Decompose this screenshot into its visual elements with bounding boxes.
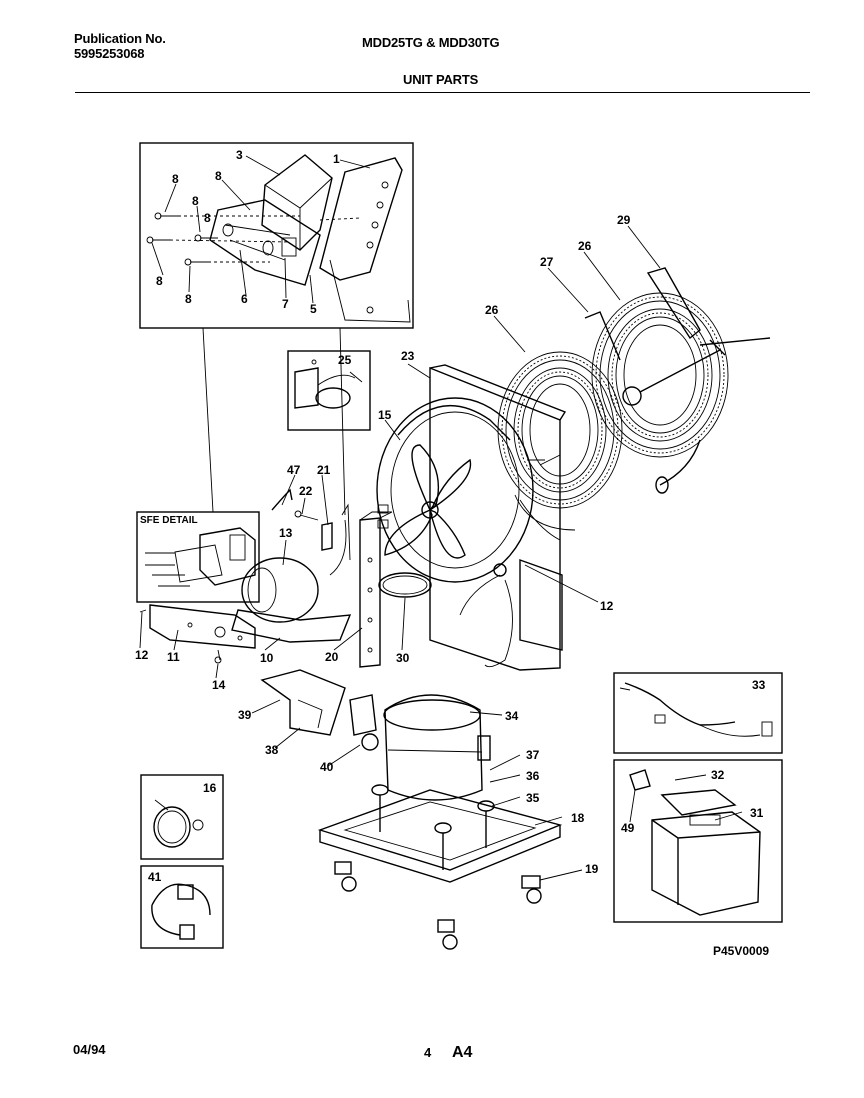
callout-7: 7 (282, 297, 289, 311)
power-cord-inset (140, 865, 224, 949)
water-bucket-inset (613, 759, 783, 923)
publication-label: Publication No. (74, 31, 166, 46)
harness-inset (613, 672, 783, 754)
callout-40: 40 (320, 760, 334, 774)
publication-number: 5995253068 (74, 46, 145, 61)
callout-8e: 8 (185, 292, 192, 306)
callout-labels: 1 3 5 6 7 8 8 8 8 8 8 10 11 12 12 13 14 … (135, 148, 766, 884)
control-box-inset (139, 142, 414, 516)
callout-12a: 12 (135, 648, 149, 662)
callout-38: 38 (265, 743, 279, 757)
callout-1: 1 (333, 152, 340, 166)
callout-26b: 26 (578, 239, 592, 253)
callout-29: 29 (617, 213, 631, 227)
callout-18: 18 (571, 811, 585, 825)
callout-3: 3 (236, 148, 243, 162)
callout-21: 21 (317, 463, 331, 477)
compressor-assembly (260, 669, 563, 950)
leader-lines (139, 225, 743, 881)
callout-25: 25 (338, 353, 352, 367)
callout-8d: 8 (156, 274, 163, 288)
callout-15: 15 (378, 408, 392, 422)
model-numbers: MDD25TG & MDD30TG (362, 35, 500, 50)
capacitor-inset (287, 350, 371, 431)
callout-8b: 8 (215, 169, 222, 183)
condenser-coils (497, 267, 771, 541)
callout-27: 27 (540, 255, 554, 269)
callout-22: 22 (299, 484, 313, 498)
capacitor-parts (271, 488, 351, 576)
callout-33: 33 (752, 678, 766, 692)
callout-19: 19 (585, 862, 599, 876)
footer-page-number: 4 (424, 1045, 432, 1060)
callout-20: 20 (325, 650, 339, 664)
sfe-detail-inset (136, 511, 260, 603)
callout-11: 11 (167, 650, 180, 664)
callout-34: 34 (505, 709, 519, 723)
footer-page-code: A4 (452, 1044, 473, 1061)
section-title: UNIT PARTS (403, 72, 479, 87)
callout-35: 35 (526, 791, 540, 805)
header-rule (75, 92, 810, 93)
footer-date: 04/94 (73, 1042, 106, 1057)
callout-5: 5 (310, 302, 317, 316)
callout-32: 32 (711, 768, 725, 782)
callout-8c: 8 (192, 194, 199, 208)
callout-37: 37 (526, 748, 540, 762)
callout-23: 23 (401, 349, 415, 363)
callout-39: 39 (238, 708, 252, 722)
callout-10: 10 (260, 651, 274, 665)
callout-47: 47 (287, 463, 301, 477)
callout-30: 30 (396, 651, 410, 665)
callout-12b: 12 (600, 599, 614, 613)
callout-16: 16 (203, 781, 217, 795)
callout-26a: 26 (485, 303, 499, 317)
callout-36: 36 (526, 769, 540, 783)
fan-shroud-assembly (359, 364, 567, 671)
callout-14: 14 (212, 678, 226, 692)
clamp-inset (140, 774, 224, 860)
callout-8a: 8 (172, 172, 179, 186)
drawing-code: P45V0009 (713, 944, 769, 958)
callout-31: 31 (750, 806, 764, 820)
callout-6: 6 (241, 292, 248, 306)
callout-8f: 8 (204, 211, 211, 225)
callout-49: 49 (621, 821, 635, 835)
callout-13: 13 (279, 526, 293, 540)
motor-assembly (139, 557, 352, 664)
callout-41: 41 (148, 870, 162, 884)
sfe-detail-label: SFE DETAIL (140, 515, 198, 526)
